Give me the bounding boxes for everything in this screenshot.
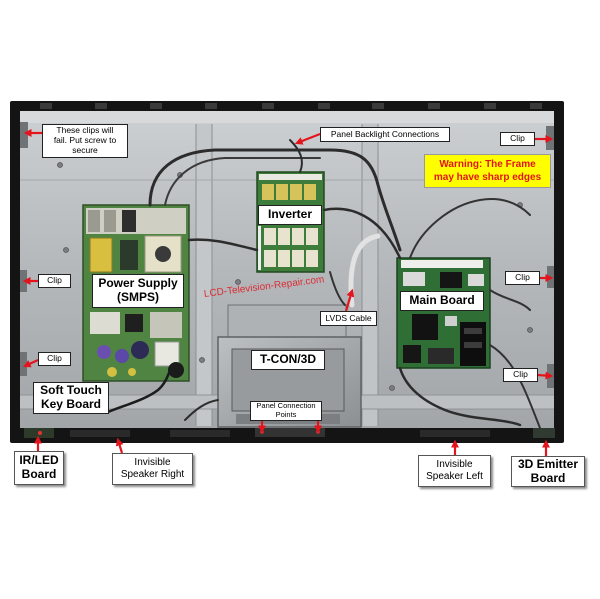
label-clip-right-upper: Clip: [505, 271, 540, 285]
label-clip-top-right: Clip: [500, 132, 535, 146]
label-soft-touch-key-board: Soft Touch Key Board: [33, 382, 109, 414]
arrow-clip-left-lower: [22, 359, 39, 368]
arrow-speaker-right: [115, 437, 124, 454]
arrow-clip-right-lower: [537, 371, 554, 380]
label-ir-led-board: IR/LED Board: [14, 451, 64, 485]
label-clip-left-lower: Clip: [38, 352, 71, 366]
label-lvds-cable: LVDS Cable: [320, 311, 377, 326]
top-edge-tabs: [40, 103, 542, 109]
arrow-panel-backlight: [294, 132, 321, 145]
label-inverter: Inverter: [258, 205, 322, 225]
label-invisible-speaker-right: Invisible Speaker Right: [112, 453, 193, 485]
cables: [106, 139, 541, 429]
label-tcon: T-CON/3D: [251, 350, 325, 370]
label-3d-emitter-board: 3D Emitter Board: [511, 456, 585, 487]
label-warning-sharp-edges: Warning: The Frame may have sharp edges: [424, 154, 551, 188]
label-panel-connection-points: Panel Connection Points: [250, 401, 322, 421]
arrow-lvds-cable: [344, 288, 355, 312]
label-power-supply: Power Supply (SMPS): [92, 274, 184, 308]
main-board: [396, 257, 491, 369]
label-main-board: Main Board: [400, 291, 484, 311]
panel-top-strip: [20, 111, 554, 123]
panel-ribs: [20, 124, 554, 426]
label-clips-note: These clips will fail. Put screw to secu…: [42, 124, 128, 158]
label-clip-left-upper: Clip: [38, 274, 71, 288]
label-invisible-speaker-left: Invisible Speaker Left: [418, 455, 491, 487]
label-panel-backlight-connections: Panel Backlight Connections: [320, 127, 450, 142]
label-clip-right-lower: Clip: [503, 368, 538, 382]
